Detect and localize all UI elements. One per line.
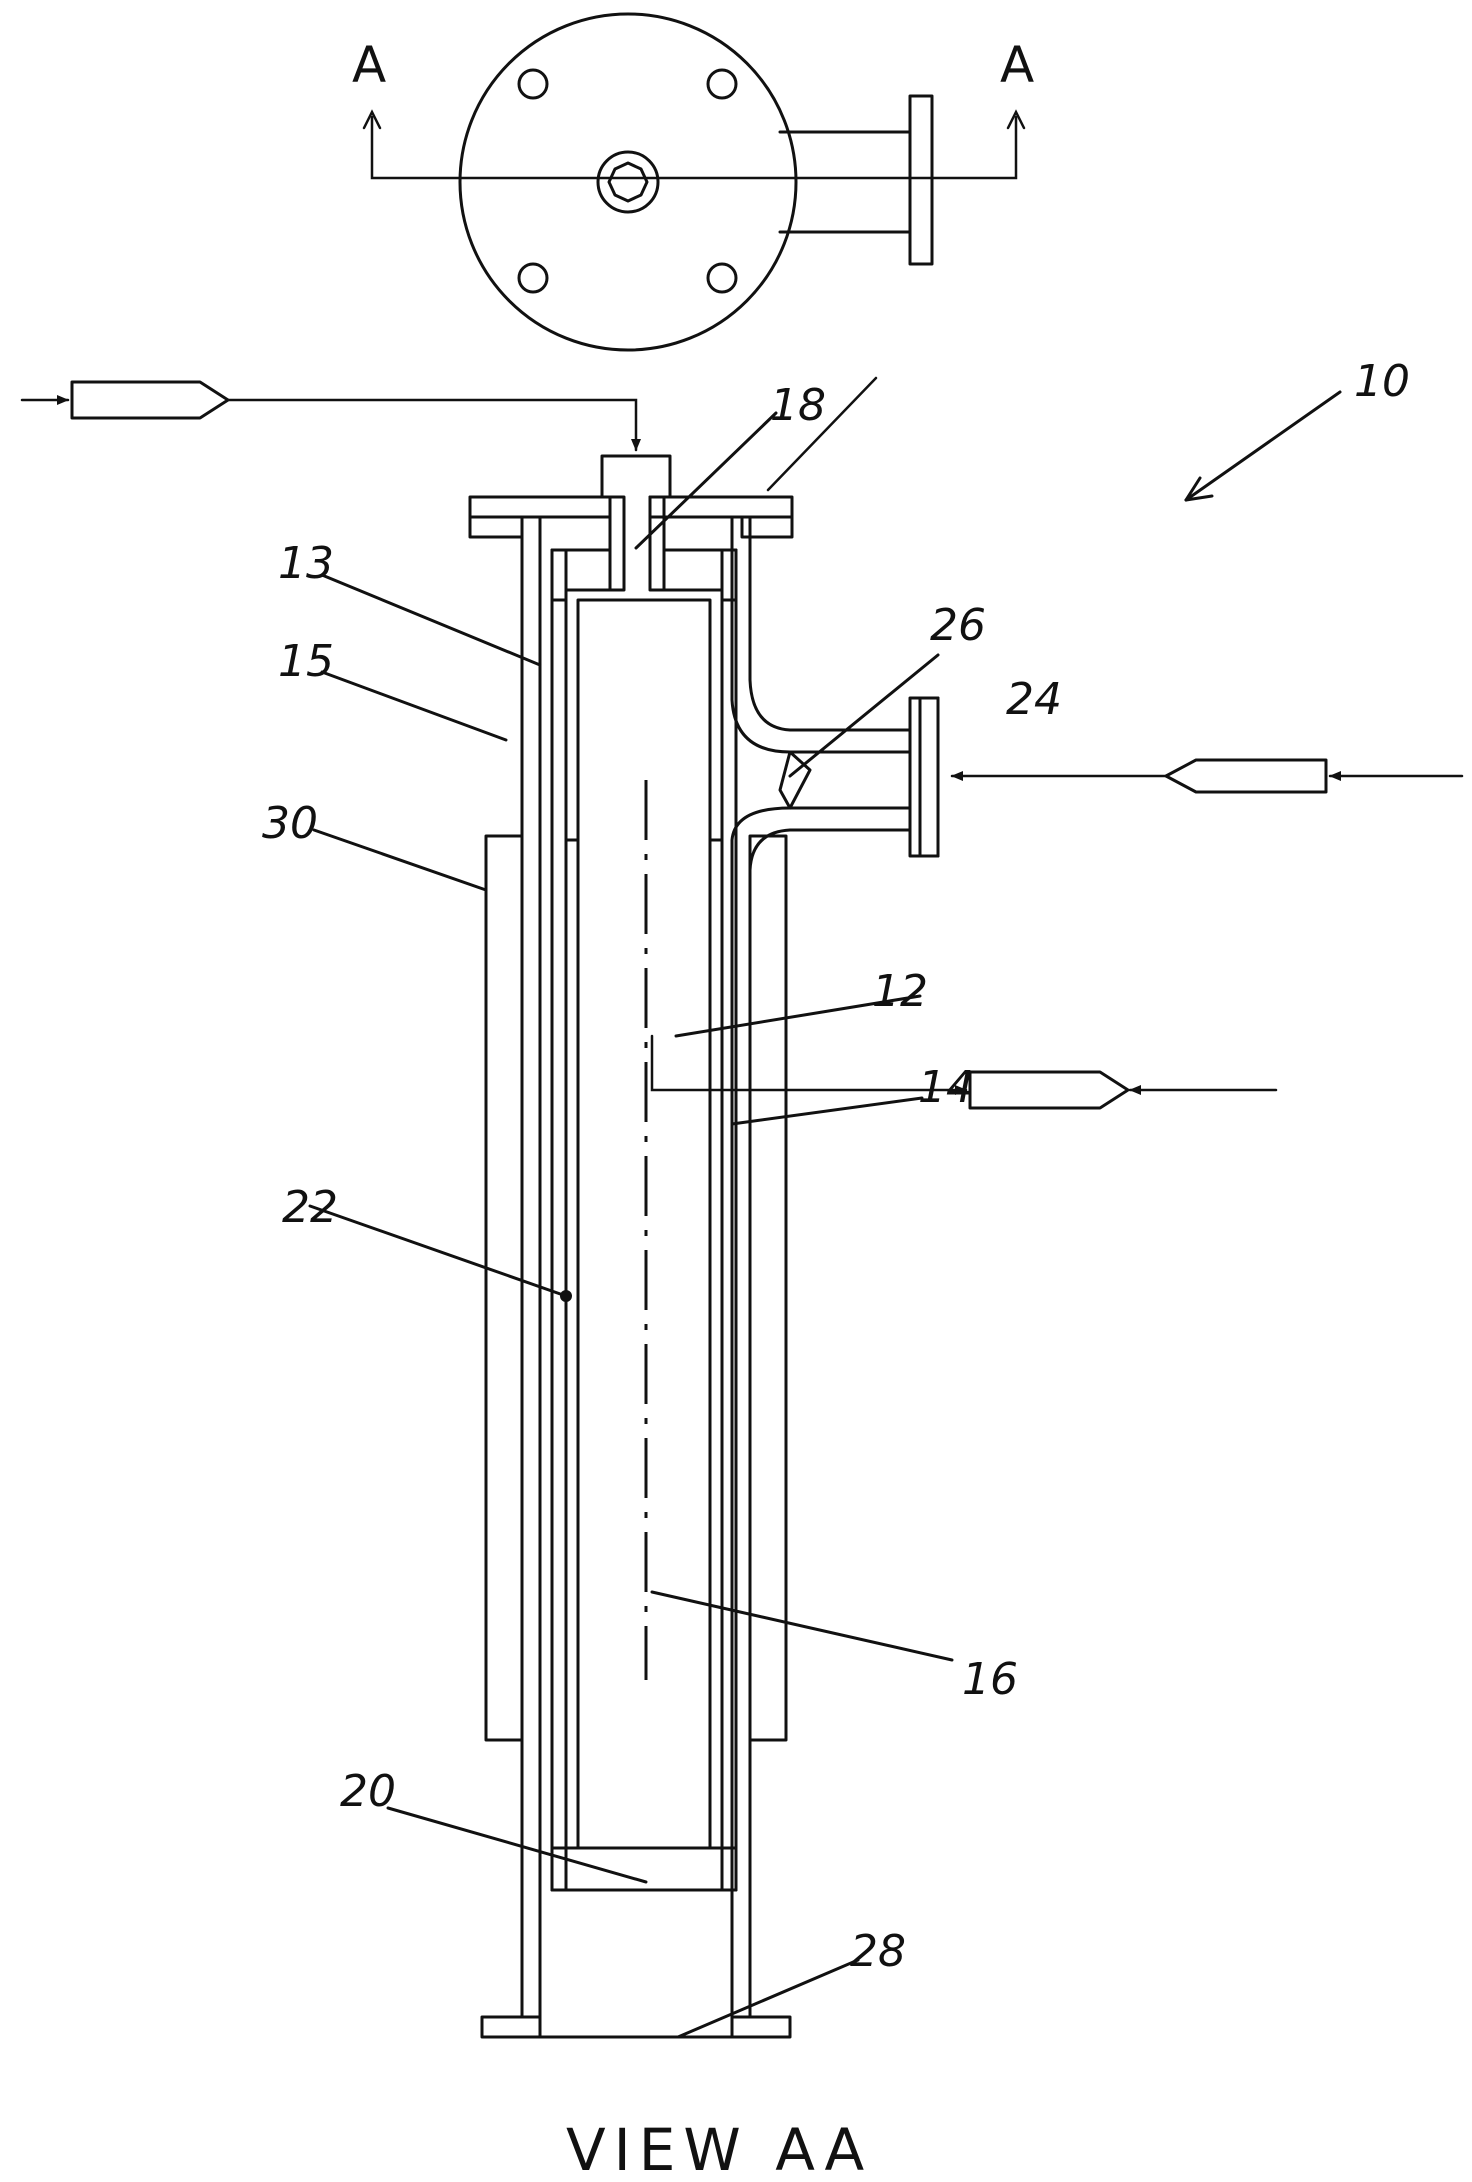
- feed-line-top: [228, 400, 636, 450]
- bottom-plug: [552, 1848, 736, 1890]
- chamber: [578, 600, 710, 1848]
- heater-jacket-left: [486, 836, 522, 1740]
- label-chamber: 12: [872, 966, 928, 1017]
- side-nozzle-flange: [910, 698, 938, 856]
- label-inlet-port: 18: [770, 380, 826, 431]
- leader-lines: [310, 392, 1340, 2037]
- bolt-hole: [519, 70, 547, 98]
- outer-shell-left: [522, 517, 540, 2017]
- feed-injector-side: [1166, 760, 1326, 792]
- bolt-hole: [519, 264, 547, 292]
- reference-numerals: 10 13 15 30 18 26 24 12 14 22 16 20 28: [262, 356, 1410, 1977]
- label-outlet: 28: [850, 1926, 906, 1977]
- label-inner-wall: 13: [278, 538, 334, 589]
- label-side-inlet: 24: [1006, 674, 1062, 725]
- section-mark-right: A: [1000, 36, 1034, 94]
- liner-right: [710, 840, 722, 1848]
- top-flange-left: [470, 497, 610, 517]
- inner-shell-right: [722, 550, 736, 1890]
- bolt-hole: [708, 70, 736, 98]
- label-apparatus: 10: [1354, 356, 1410, 407]
- feed-injector-top: [72, 382, 228, 418]
- label-bottom-plug: 20: [340, 1766, 396, 1817]
- reactor-vessel: [470, 456, 938, 2037]
- label-heater-jacket: 30: [262, 798, 318, 849]
- top-plan-view: A A: [352, 14, 1034, 350]
- deflector: [780, 752, 810, 808]
- inner-shell-left: [552, 550, 566, 1890]
- outlet-injector: [970, 1072, 1128, 1108]
- center-port-outer: [598, 152, 658, 212]
- probe-point-dot: [560, 1290, 572, 1302]
- side-pipe-flange-plan: [910, 96, 932, 264]
- label-center-axis: 16: [962, 1654, 1018, 1705]
- center-port-inner: [609, 163, 647, 201]
- bottom-flange-left: [482, 2017, 540, 2037]
- bottom-flange-right: [732, 2017, 790, 2037]
- bolt-hole: [708, 264, 736, 292]
- label-outer-wall: 15: [278, 636, 334, 687]
- heater-jacket-right: [750, 836, 786, 1740]
- section-mark-left: A: [352, 36, 386, 94]
- flange-disc: [460, 14, 796, 350]
- feed-lines: [22, 378, 1462, 1108]
- side-pipe-plan: [780, 132, 910, 232]
- outer-shell-right: [732, 517, 910, 752]
- view-label: VIEW AA: [566, 2116, 872, 2182]
- inlet-nozzle: [602, 456, 670, 497]
- label-probe-point: 22: [282, 1182, 338, 1233]
- liner-left: [566, 840, 578, 1848]
- label-deflector: 26: [930, 600, 986, 651]
- label-liner: 14: [918, 1062, 974, 1113]
